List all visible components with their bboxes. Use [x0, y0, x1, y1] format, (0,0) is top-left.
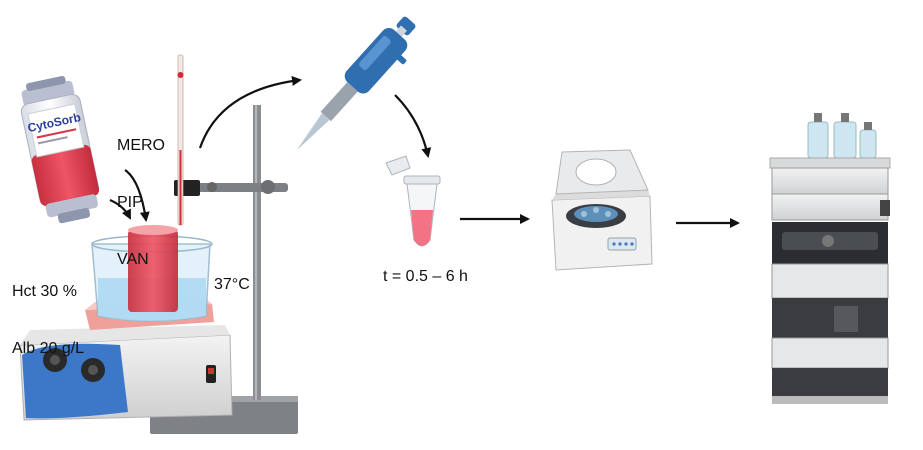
beaker-icon: [91, 225, 213, 322]
pipette-icon: [296, 16, 416, 151]
alb-label: Alb 20 g/L: [12, 340, 85, 357]
microtube-icon: [385, 155, 441, 247]
drug-addition-arrow: [124, 169, 150, 222]
drug-list: MERO PIP VAN: [117, 98, 165, 288]
drug-label-van: VAN: [117, 251, 149, 268]
cytosorb-cartridge-icon: CytoSorb: [20, 75, 100, 224]
incubation-time-label: t = 0.5 – 6 h: [383, 268, 468, 285]
drug-label-mero: MERO: [117, 137, 165, 154]
hplc-system-icon: [769, 113, 891, 404]
sampling-arrow: [198, 76, 302, 149]
drug-label-pip: PIP: [117, 194, 143, 211]
blood-composition: Hct 30 % Alb 20 g/L: [12, 244, 84, 377]
hct-label: Hct 30 %: [12, 283, 77, 300]
transfer-arrow: [394, 94, 432, 158]
centrifuge-icon: [551, 149, 653, 271]
cartridge-arrow: [109, 198, 131, 220]
temperature-label: 37°C: [214, 276, 250, 293]
thermometer-icon: [177, 54, 184, 226]
